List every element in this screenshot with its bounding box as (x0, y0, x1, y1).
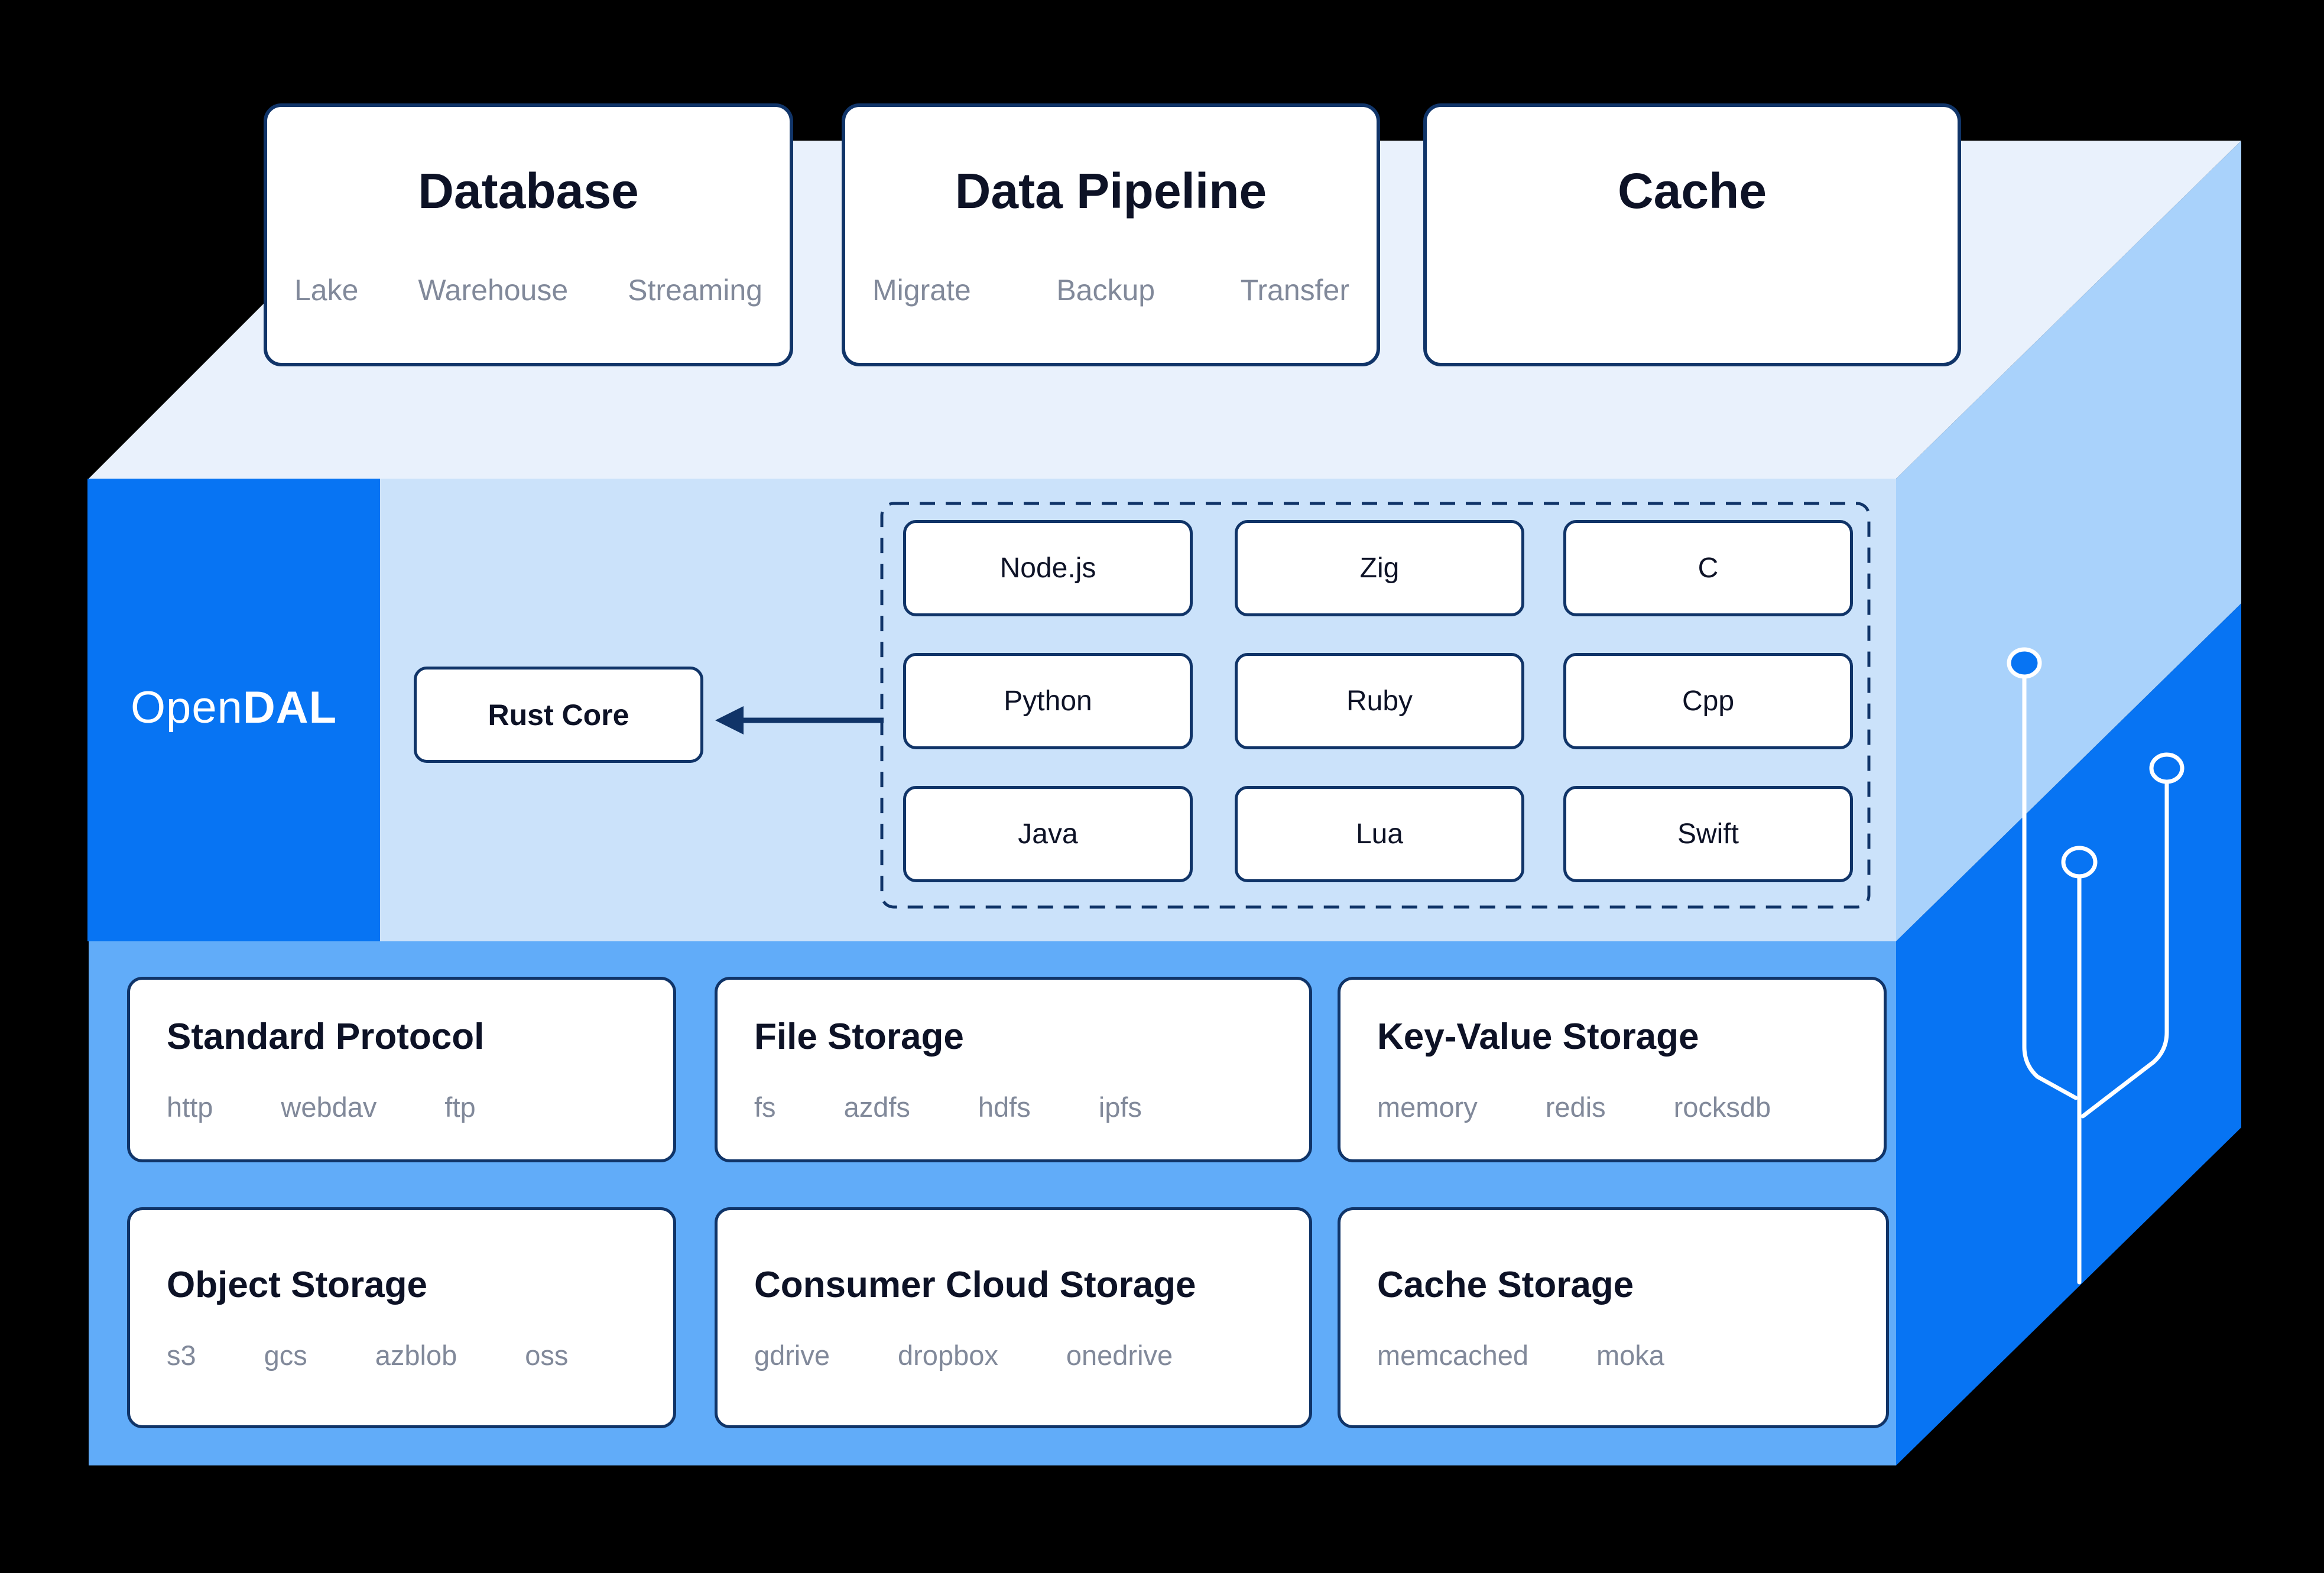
binding-zig: Zig (1235, 520, 1524, 616)
card-object-storage-items: s3 gcs azblob oss (167, 1339, 673, 1372)
item-s3: s3 (167, 1340, 196, 1372)
opendal-logo-panel: OpenDAL (87, 479, 380, 937)
card-key-value-storage: Key-Value Storage memory redis rocksdb (1338, 977, 1887, 1162)
circuit-node-dot-2 (2061, 846, 2098, 879)
binding-java-label: Java (1018, 818, 1078, 850)
binding-cpp-label: Cpp (1682, 685, 1735, 717)
item-hdfs: hdfs (978, 1091, 1031, 1123)
card-consumer-cloud-storage: Consumer Cloud Storage gdrive dropbox on… (715, 1207, 1312, 1428)
item-gdrive: gdrive (754, 1340, 830, 1372)
item-azblob: azblob (375, 1340, 457, 1372)
circuit-line-1 (2022, 676, 2078, 1100)
card-data-pipeline-items: Migrate Backup Transfer (845, 273, 1377, 307)
item-onedrive: onedrive (1066, 1340, 1173, 1372)
card-database-items: Lake Warehouse Streaming (267, 273, 790, 307)
binding-lua: Lua (1235, 786, 1524, 882)
card-data-pipeline-title: Data Pipeline (955, 163, 1267, 219)
card-key-value-storage-title: Key-Value Storage (1377, 1016, 1699, 1057)
binding-c: C (1563, 520, 1853, 616)
item-transfer: Transfer (1240, 273, 1349, 307)
item-ftp: ftp (444, 1091, 476, 1123)
card-cache-storage-items: memcached moka (1377, 1339, 1886, 1372)
item-backup: Backup (1056, 273, 1155, 307)
circuit-nodes (2007, 647, 2185, 879)
binding-java: Java (903, 786, 1193, 882)
binding-python: Python (903, 653, 1193, 749)
card-object-storage: Object Storage s3 gcs azblob oss (127, 1207, 676, 1428)
card-cache: Cache (1423, 103, 1961, 366)
card-data-pipeline: Data Pipeline Migrate Backup Transfer (842, 103, 1380, 366)
bindings-to-core-arrow-head (715, 706, 744, 734)
card-object-storage-title: Object Storage (167, 1264, 427, 1305)
rust-core-label: Rust Core (488, 698, 629, 732)
card-cache-title: Cache (1617, 163, 1767, 219)
item-streaming: Streaming (628, 273, 762, 307)
binding-cpp: Cpp (1563, 653, 1853, 749)
item-dropbox: dropbox (898, 1340, 998, 1372)
item-warehouse: Warehouse (418, 273, 569, 307)
item-memory: memory (1377, 1091, 1478, 1123)
binding-swift-label: Swift (1677, 818, 1739, 850)
card-database: Database Lake Warehouse Streaming (264, 103, 793, 366)
bindings-dashed-container (880, 502, 1871, 909)
card-cache-storage: Cache Storage memcached moka (1338, 1207, 1889, 1428)
box-side-face-upper (1896, 141, 2241, 941)
binding-python-label: Python (1004, 685, 1092, 717)
circuit-line-3 (2080, 781, 2169, 1119)
card-cache-items (1427, 273, 1958, 307)
card-standard-protocol-items: http webdav ftp (167, 1091, 673, 1123)
card-consumer-cloud-storage-title: Consumer Cloud Storage (754, 1264, 1196, 1305)
item-redis: redis (1545, 1091, 1606, 1123)
item-oss: oss (525, 1340, 569, 1372)
circuit-node-dot-3 (2149, 752, 2185, 784)
card-file-storage: File Storage fs azdfs hdfs ipfs (715, 977, 1312, 1162)
card-database-title: Database (418, 163, 639, 219)
item-ipfs: ipfs (1098, 1091, 1142, 1123)
binding-nodejs: Node.js (903, 520, 1193, 616)
card-cache-storage-title: Cache Storage (1377, 1264, 1634, 1305)
box-side-face-lower (1896, 603, 2241, 1465)
item-webdav: webdav (281, 1091, 377, 1123)
item-memcached: memcached (1377, 1340, 1528, 1372)
card-key-value-storage-items: memory redis rocksdb (1377, 1091, 1884, 1123)
binding-ruby: Ruby (1235, 653, 1524, 749)
item-fs: fs (754, 1091, 776, 1123)
binding-swift: Swift (1563, 786, 1853, 882)
card-file-storage-title: File Storage (754, 1016, 964, 1057)
circuit-node-dot-1 (2007, 647, 2042, 679)
card-standard-protocol-title: Standard Protocol (167, 1016, 485, 1057)
binding-nodejs-label: Node.js (999, 552, 1096, 584)
item-lake: Lake (294, 273, 359, 307)
item-rocksdb: rocksdb (1673, 1091, 1771, 1123)
binding-c-label: C (1697, 552, 1719, 584)
rust-core-box: Rust Core (414, 667, 703, 763)
item-gcs: gcs (264, 1340, 307, 1372)
opendal-logo-open: Open (130, 682, 243, 733)
card-file-storage-items: fs azdfs hdfs ipfs (754, 1091, 1309, 1123)
binding-ruby-label: Ruby (1346, 685, 1413, 717)
binding-lua-label: Lua (1355, 818, 1404, 850)
opendal-logo-dal: DAL (242, 682, 337, 733)
item-moka: moka (1596, 1340, 1664, 1372)
item-http: http (167, 1091, 213, 1123)
card-standard-protocol: Standard Protocol http webdav ftp (127, 977, 676, 1162)
opendal-panel (87, 479, 380, 941)
item-azdfs: azdfs (843, 1091, 910, 1123)
card-consumer-cloud-storage-items: gdrive dropbox onedrive (754, 1339, 1309, 1372)
binding-zig-label: Zig (1359, 552, 1400, 584)
opendal-logo: OpenDAL (131, 682, 337, 733)
item-migrate: Migrate (872, 273, 971, 307)
circuit-lines (2022, 676, 2169, 1285)
